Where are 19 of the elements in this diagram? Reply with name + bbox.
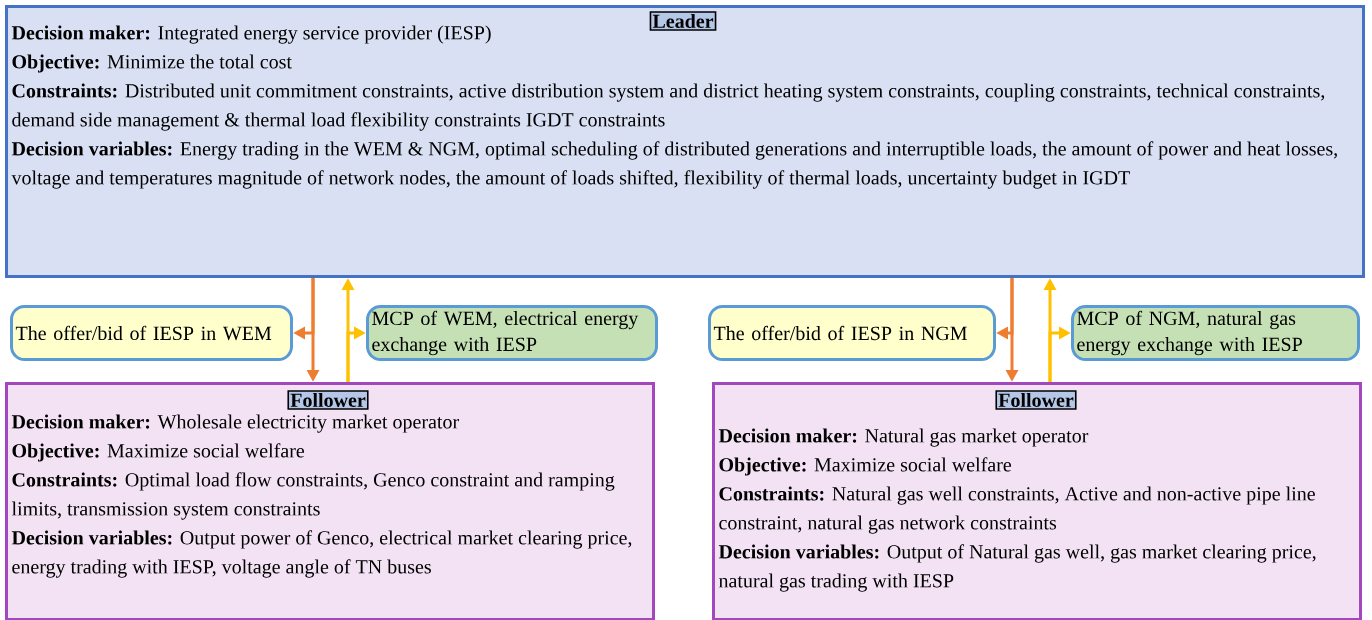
node-label: Objective: Minimize the total cost xyxy=(12,54,292,73)
node-label: Constraints: Natural gas well constraints, Active and non-active pipe line constraint, natural gas network constraints xyxy=(719,486,1315,534)
heading-label: Follower xyxy=(287,390,369,410)
node-label: Objective: Maximize social welfare xyxy=(12,443,305,462)
node-label: Constraints: Optimal load flow constraints, Genco constraint and ramping limits, transmission system constraints xyxy=(11,472,615,520)
heading-label: Follower xyxy=(995,390,1077,410)
node-label: Decision maker: Natural gas market operator xyxy=(718,428,1089,447)
node-label: Decision maker: Wholesale electricity market operator xyxy=(11,414,459,433)
node-label: Decision variables: Output of Natural gas well, gas market clearing price, natural gas trading with IESP xyxy=(718,544,1316,592)
heading-label: Leader xyxy=(649,11,717,31)
node-label: Objective: Maximize social welfare xyxy=(719,457,1012,476)
message-box: The offer/bid of IESP in NGM xyxy=(708,305,996,361)
message-box: MCP of WEM, electrical energy exchange with IESP xyxy=(366,305,658,361)
message-box: The offer/bid of IESP in WEM xyxy=(10,305,293,361)
message-box: MCP of NGM, natural gas energy exchange with IESP xyxy=(1071,305,1360,361)
node-label: Decision maker: Integrated energy service provider (IESP) xyxy=(11,25,491,44)
node-label: Decision variables: Energy trading in the WEM & NGM, optimal scheduling of distributed generations and interruptible loads, the amount of power and heat losses, voltage and temperatures magnitude of network nodes, the amount of loads shifted, flexibility of thermal loads, uncertainty budget in IGDT xyxy=(11,141,1337,189)
node-label: Decision variables: Output power of Genco, electrical market clearing price, energy trading with IESP, voltage angle of TN buses xyxy=(11,530,632,578)
node-label: Constraints: Distributed unit commitment constraints, active distribution system and district heating system constraints, coupling constraints, technical constraints, demand side management & thermal load flexibility constraints IGDT constraints xyxy=(12,83,1325,131)
